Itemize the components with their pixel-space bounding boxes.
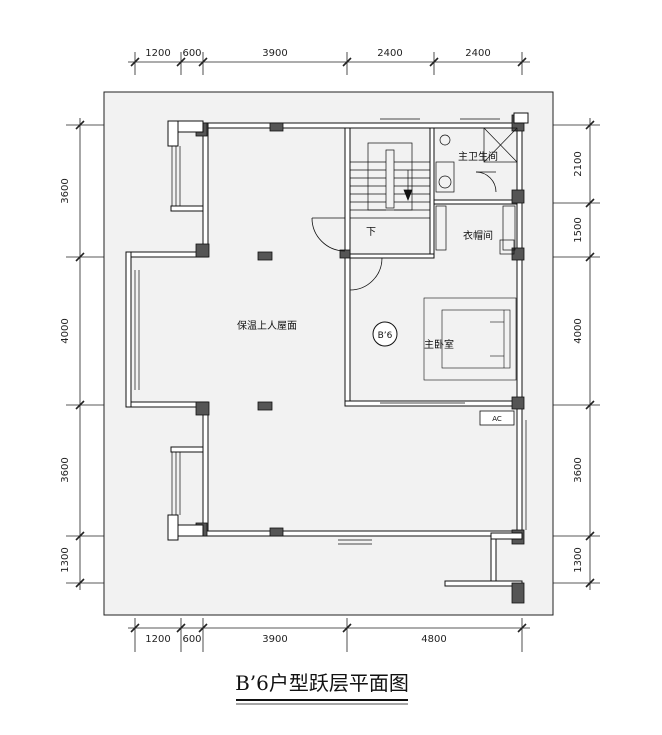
dim-left-4: 1300 bbox=[60, 547, 71, 572]
dim-top-4: 2400 bbox=[377, 48, 402, 59]
parapets bbox=[167, 112, 529, 541]
dim-top-2: 600 bbox=[182, 48, 201, 59]
dim-right-4: 3600 bbox=[573, 457, 584, 482]
ac-label: AC bbox=[492, 415, 502, 423]
columns bbox=[195, 114, 525, 604]
room-label-master-bath: 主卫生间 bbox=[458, 150, 498, 163]
dimension-bottom bbox=[128, 618, 530, 652]
dim-bottom-3: 3900 bbox=[262, 634, 287, 645]
dim-left-2: 4000 bbox=[60, 318, 71, 343]
dimension-labels-top: 1200 600 3900 2400 2400 bbox=[145, 48, 490, 59]
dim-left-1: 3600 bbox=[60, 178, 71, 203]
unit-mark-circle bbox=[372, 321, 398, 347]
dimension-labels-bottom: 1200 600 3900 4800 bbox=[145, 634, 446, 645]
plan-title: B’6户型跃层平面图 bbox=[235, 671, 409, 695]
dimension-right bbox=[553, 118, 600, 590]
dim-bottom-1: 1200 bbox=[145, 634, 170, 645]
dim-top-3: 3900 bbox=[262, 48, 287, 59]
dim-top-1: 1200 bbox=[145, 48, 170, 59]
dimension-left bbox=[66, 118, 104, 590]
walls bbox=[125, 122, 523, 587]
dim-top-5: 2400 bbox=[465, 48, 490, 59]
dim-bottom-4: 4800 bbox=[421, 634, 446, 645]
dim-right-3: 4000 bbox=[573, 318, 584, 343]
dim-right-1: 2100 bbox=[573, 151, 584, 176]
unit-mark-label: B’6 bbox=[378, 331, 393, 341]
bedroom-sliding-door bbox=[380, 402, 465, 407]
dim-right-5: 1300 bbox=[573, 547, 584, 572]
windows bbox=[130, 118, 527, 545]
fixtures bbox=[435, 127, 518, 255]
room-label-closet: 衣帽间 bbox=[463, 229, 493, 242]
stair-down-label: 下 bbox=[366, 227, 376, 238]
stair bbox=[350, 142, 430, 219]
room-label-roof-terrace: 保温上人屋面 bbox=[237, 319, 297, 332]
dim-right-2: 1500 bbox=[573, 217, 584, 242]
dim-left-3: 3600 bbox=[60, 457, 71, 482]
ac-box bbox=[479, 410, 515, 426]
bed bbox=[423, 297, 517, 381]
doors bbox=[311, 171, 497, 291]
dimension-top bbox=[128, 52, 530, 75]
dimension-labels-left: 3600 4000 3600 1300 bbox=[60, 178, 71, 572]
dim-bottom-2: 600 bbox=[182, 634, 201, 645]
dimension-labels-right: 2100 1500 4000 3600 1300 bbox=[573, 151, 584, 572]
room-label-master-bedroom: 主卧室 bbox=[424, 338, 454, 351]
